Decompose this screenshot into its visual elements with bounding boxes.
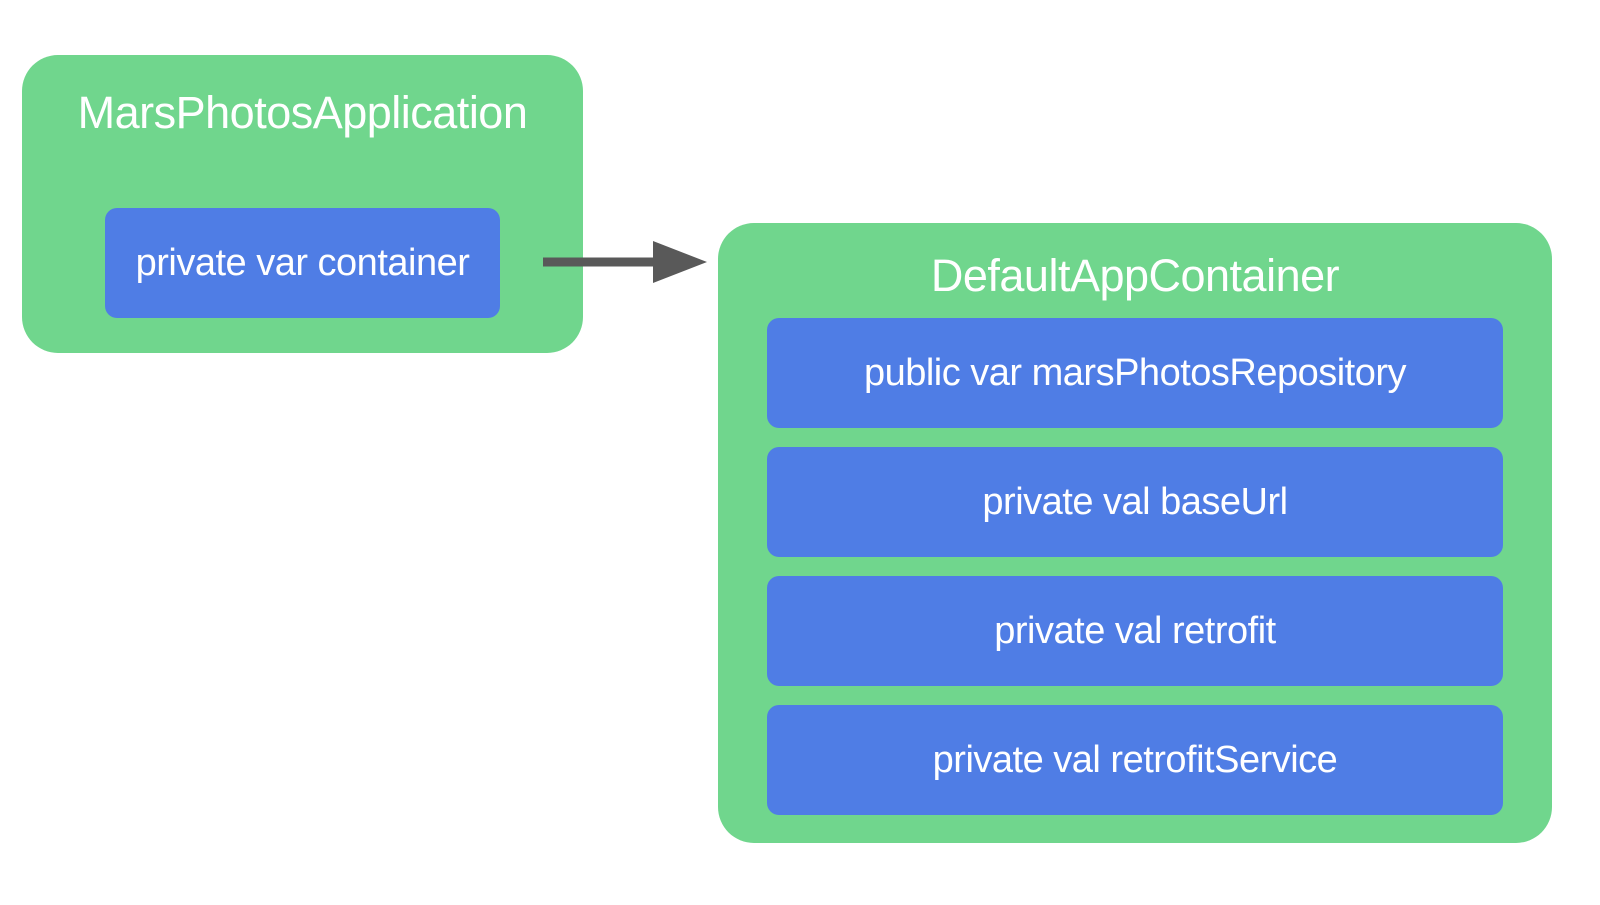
arrow-right-icon [543, 241, 707, 283]
defaultappcontainer-title: DefaultAppContainer [930, 250, 1340, 301]
property-private-var-container: private var container [105, 208, 500, 318]
property-private-val-retrofitservice: private val retrofitService [767, 705, 1503, 815]
marsphotosapplication-box: MarsPhotosApplication private var contai… [22, 55, 583, 353]
property-private-val-baseurl: private val baseUrl [767, 447, 1503, 557]
defaultappcontainer-box: DefaultAppContainer public var marsPhoto… [718, 223, 1552, 843]
defaultappcontainer-properties: public var marsPhotosRepository private … [767, 318, 1503, 815]
property-public-var-marsphotosrepository: public var marsPhotosRepository [767, 318, 1503, 428]
property-private-val-retrofit: private val retrofit [767, 576, 1503, 686]
marsphotosapplication-title: MarsPhotosApplication [77, 87, 528, 138]
